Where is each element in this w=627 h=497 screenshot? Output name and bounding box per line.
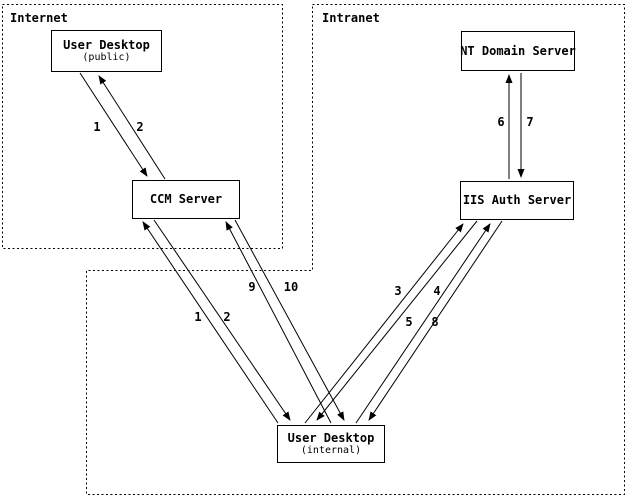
node-user-desktop-internal-subtitle: (internal) — [300, 445, 362, 456]
intranet-zone-border — [86, 4, 625, 495]
edge-label-6: 6 — [497, 115, 505, 129]
edge-label-7: 7 — [526, 115, 534, 129]
edge-line-ccm-to-public-desktop — [98, 75, 166, 180]
edge-label-2-internal: 2 — [223, 310, 231, 324]
node-nt-domain-server-title: NT Domain Server — [460, 43, 576, 58]
edge-line-public-desktop-to-ccm — [79, 72, 148, 177]
node-ccm-server-title: CCM Server — [149, 192, 223, 206]
node-ccm-server: CCM Server — [132, 180, 240, 219]
edge-line-internal-desktop-to-ccm — [142, 221, 279, 424]
edge-label-5: 5 — [405, 315, 413, 329]
node-iis-auth-server: IIS Auth Server — [460, 181, 574, 220]
internet-zone-label: Internet — [10, 11, 68, 25]
edge-line-internal-desktop-to-iis-2 — [355, 223, 491, 424]
edge-line-iis-to-internal-desktop — [316, 220, 478, 421]
edge-line-ccm-to-internal-desktop-2 — [234, 219, 345, 421]
node-nt-domain-server: NT Domain Server — [460, 31, 576, 71]
edge-label-4: 4 — [433, 284, 441, 298]
edge-line-internal-desktop-to-iis — [304, 223, 464, 424]
edge-label-9: 9 — [248, 280, 256, 294]
node-iis-auth-server-title: IIS Auth Server — [462, 193, 572, 207]
node-user-desktop-public-subtitle: (public) — [82, 52, 131, 63]
edge-line-iis-to-internal-desktop-2 — [368, 220, 503, 421]
intranet-zone-label: Intranet — [322, 11, 380, 25]
edge-label-8: 8 — [431, 315, 439, 329]
edge-line-internal-desktop-to-ccm-2 — [225, 221, 332, 424]
node-user-desktop-internal: User Desktop (internal) — [277, 425, 385, 463]
node-user-desktop-public: User Desktop (public) — [51, 30, 162, 72]
edge-label-10: 10 — [283, 280, 299, 294]
edge-label-1-internal: 1 — [194, 310, 202, 324]
node-user-desktop-public-title: User Desktop — [63, 38, 150, 52]
edge-label-2-public: 2 — [136, 120, 144, 134]
edge-line-ccm-to-internal-desktop — [153, 219, 291, 421]
edge-label-1-public: 1 — [93, 120, 101, 134]
node-user-desktop-internal-title: User Desktop — [287, 431, 375, 445]
edge-label-3: 3 — [394, 284, 402, 298]
internet-zone-border — [2, 4, 283, 249]
